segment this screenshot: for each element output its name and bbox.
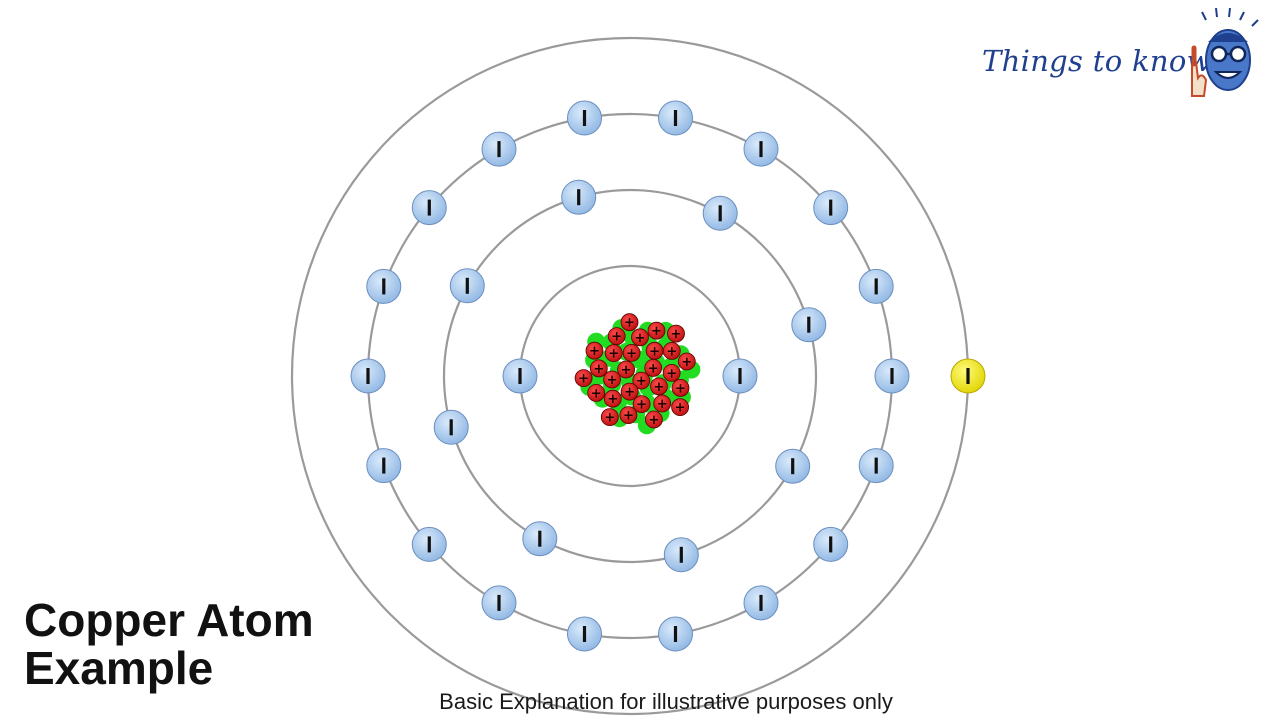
proton: + <box>620 313 639 332</box>
svg-text:+: + <box>648 361 659 376</box>
proton: + <box>631 328 649 347</box>
proton: + <box>645 410 663 429</box>
brand-text: Things to know <box>982 44 1212 78</box>
svg-text:+: + <box>611 330 622 345</box>
electron-shell-2 <box>561 179 597 215</box>
svg-text:+: + <box>593 362 604 377</box>
svg-text:+: + <box>654 380 665 395</box>
svg-text:+: + <box>636 374 647 389</box>
valence-electron <box>950 358 986 394</box>
electron-shell-3 <box>481 131 517 167</box>
svg-text:+: + <box>607 373 618 388</box>
brand-logo: Things to know <box>978 6 1274 98</box>
svg-text:+: + <box>675 401 686 416</box>
proton: + <box>574 369 593 388</box>
svg-text:+: + <box>671 327 682 342</box>
svg-text:+: + <box>636 398 647 413</box>
proton: + <box>632 371 651 390</box>
proton: + <box>662 363 681 382</box>
svg-text:+: + <box>666 366 677 381</box>
svg-text:+: + <box>626 346 637 361</box>
proton: + <box>671 378 690 397</box>
electron-shell-3 <box>743 131 779 167</box>
svg-text:+: + <box>623 409 634 424</box>
proton: + <box>671 398 689 417</box>
proton: + <box>650 377 668 396</box>
electron-shell-2 <box>522 521 558 557</box>
proton: + <box>645 341 664 360</box>
electron-shell-3 <box>567 616 602 652</box>
proton: + <box>604 344 623 363</box>
electron-shell-1 <box>722 358 758 394</box>
page-title: Copper Atom Example <box>24 596 314 692</box>
svg-text:+: + <box>635 331 646 346</box>
electron-shell-2 <box>791 307 827 343</box>
electron-shell-2 <box>433 409 469 445</box>
proton: + <box>589 359 608 378</box>
svg-text:+: + <box>608 347 619 362</box>
electron-shell-3 <box>567 100 602 136</box>
proton: + <box>662 341 681 360</box>
orbit-shell-2 <box>442 188 818 564</box>
electron-shell-3 <box>658 100 693 136</box>
svg-text:+: + <box>589 344 600 359</box>
electron-shell-3 <box>411 190 447 226</box>
electron-shell-3 <box>350 358 386 394</box>
svg-text:+: + <box>675 381 686 396</box>
electron-shell-3 <box>813 190 849 226</box>
svg-text:+: + <box>621 363 632 378</box>
electron-shell-3 <box>813 526 849 562</box>
proton: + <box>603 370 621 389</box>
proton: + <box>603 389 622 408</box>
proton: + <box>644 358 663 377</box>
electron-shell-3 <box>366 268 402 304</box>
electron-shell-3 <box>874 358 910 394</box>
electron-shell-3 <box>858 268 894 304</box>
proton: + <box>585 341 604 360</box>
electron-shell-3 <box>858 448 894 484</box>
proton: + <box>600 408 619 427</box>
electron-shell-3 <box>743 585 779 621</box>
electron-shell-3 <box>658 616 693 652</box>
proton: + <box>653 394 672 413</box>
svg-text:+: + <box>657 397 668 412</box>
svg-text:+: + <box>578 372 589 387</box>
proton: + <box>587 383 606 402</box>
proton: + <box>632 395 651 414</box>
electron-shell-2 <box>663 537 699 573</box>
title-line-1: Copper Atom <box>24 594 314 646</box>
electron-shell-1 <box>502 358 538 394</box>
svg-text:+: + <box>648 413 659 428</box>
proton: + <box>622 343 641 362</box>
electron-shell-2 <box>775 448 811 484</box>
proton: + <box>607 327 626 346</box>
title-line-2: Example <box>24 642 214 694</box>
nucleus: +++++++++++++++++++++++++++++ <box>574 313 701 435</box>
electron-shell-2 <box>702 195 738 231</box>
svg-text:+: + <box>666 344 677 359</box>
electron-shell-3 <box>411 526 447 562</box>
proton: + <box>620 382 639 401</box>
caption: Basic Explanation for illustrative purpo… <box>439 689 893 714</box>
proton: + <box>677 352 696 371</box>
mascot-face-icon <box>1191 7 1259 97</box>
proton: + <box>647 321 666 340</box>
electron-shell-3 <box>481 585 517 621</box>
svg-text:+: + <box>591 386 602 401</box>
proton: + <box>667 324 685 343</box>
svg-text:+: + <box>624 385 635 400</box>
electron-shell-3 <box>366 448 402 484</box>
svg-text:+: + <box>624 316 635 331</box>
svg-text:+: + <box>651 324 662 339</box>
svg-text:+: + <box>681 355 692 370</box>
proton: + <box>619 406 638 425</box>
electron-shell-2 <box>449 268 485 304</box>
proton: + <box>617 360 635 379</box>
svg-text:+: + <box>649 344 660 359</box>
svg-text:+: + <box>604 411 615 426</box>
svg-text:+: + <box>607 392 618 407</box>
